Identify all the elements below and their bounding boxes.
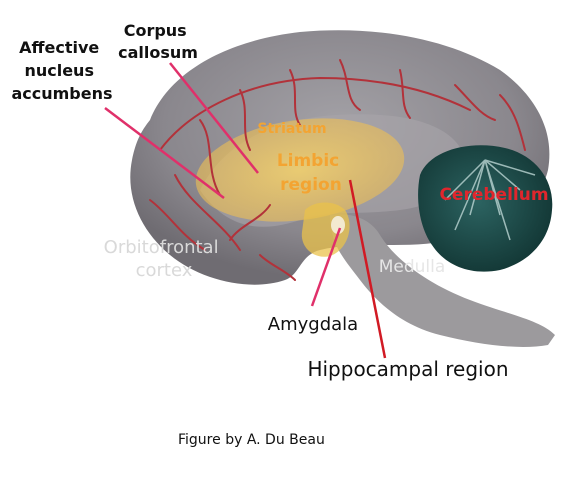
- amygdala-pointer: [310, 227, 342, 307]
- cerebellum-folia: [444, 159, 536, 241]
- corpus-callosum-label: Corpus callosum: [118, 21, 198, 62]
- affective-label: Affective nucleus accumbens: [11, 38, 112, 103]
- brain-stem: [330, 214, 555, 347]
- medulla-label: Medulla: [379, 257, 446, 277]
- hippocampal-pointer: [348, 179, 387, 359]
- cerebellum-label: Cerebellum: [439, 185, 548, 205]
- orbitofrontal-label: Orbitofrontal cortex: [104, 237, 225, 281]
- amygdala-label: Amygdala: [268, 314, 358, 335]
- figure-caption: Figure by A. Du Beau: [178, 432, 325, 448]
- accumbens-pointer: [104, 107, 225, 199]
- hippocampus-spot: [331, 216, 345, 234]
- corpus-pointer: [169, 62, 259, 174]
- limbic-region-label: Limbic region: [277, 151, 345, 195]
- blood-vessels: [149, 59, 526, 281]
- hippocampal-region-label: Hippocampal region: [307, 357, 508, 381]
- cerebellum: [418, 145, 553, 272]
- striatum-label: Striatum: [257, 121, 326, 137]
- pointer-lines: [104, 62, 342, 307]
